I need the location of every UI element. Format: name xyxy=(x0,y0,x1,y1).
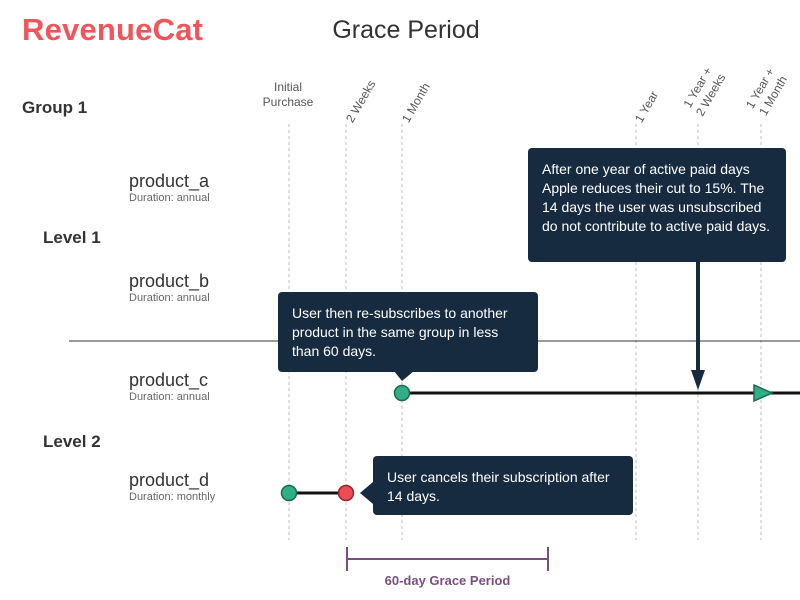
product-c: product_c Duration: annual xyxy=(129,370,210,403)
one-year-callout: After one year of active paid days Apple… xyxy=(528,148,786,262)
product-a: product_a Duration: annual xyxy=(129,171,210,204)
level-1-label: Level 1 xyxy=(43,228,101,247)
resubscribe-callout-pointer xyxy=(394,371,414,381)
product-c-renewal-arrow xyxy=(753,383,774,403)
level-2-label: Level 2 xyxy=(43,432,101,451)
tick-label-initial-purchase-line1: Initial xyxy=(273,80,302,94)
product-b: product_b Duration: annual xyxy=(129,271,210,304)
tick-label-initial-purchase-line2: Purchase xyxy=(262,95,314,109)
one-year-pointer-arrowhead xyxy=(691,370,705,390)
product-d-start-dot xyxy=(280,484,298,502)
product-c-duration: Duration: annual xyxy=(129,391,210,403)
page-title-text: Grace Period xyxy=(332,16,480,44)
product-c-start-dot xyxy=(393,384,411,402)
page-title: Grace Period xyxy=(0,16,800,45)
product-d: product_d Duration: monthly xyxy=(129,470,215,503)
product-c-name: product_c xyxy=(129,370,209,390)
grace-period-label: 60-day Grace Period xyxy=(384,573,511,588)
cancel-callout: User cancels their subscription after 14… xyxy=(373,456,633,515)
product-d-duration: Duration: monthly xyxy=(129,491,216,503)
group-label: Group 1 xyxy=(22,98,88,117)
product-a-duration: Duration: annual xyxy=(129,192,210,204)
tick-label-initial-purchase: Initial Purchase xyxy=(262,80,314,110)
product-b-name: product_b xyxy=(129,271,210,291)
product-d-cancel-dot xyxy=(337,484,355,502)
product-a-name: product_a xyxy=(129,171,210,191)
resubscribe-callout: User then re-subscribes to another produ… xyxy=(278,292,538,372)
product-d-name: product_d xyxy=(129,470,210,490)
grace-period-bracket xyxy=(346,547,549,571)
cancel-callout-pointer xyxy=(360,482,373,504)
product-b-duration: Duration: annual xyxy=(129,292,210,304)
revenuecat-logo: RevenueCat xyxy=(22,12,204,47)
